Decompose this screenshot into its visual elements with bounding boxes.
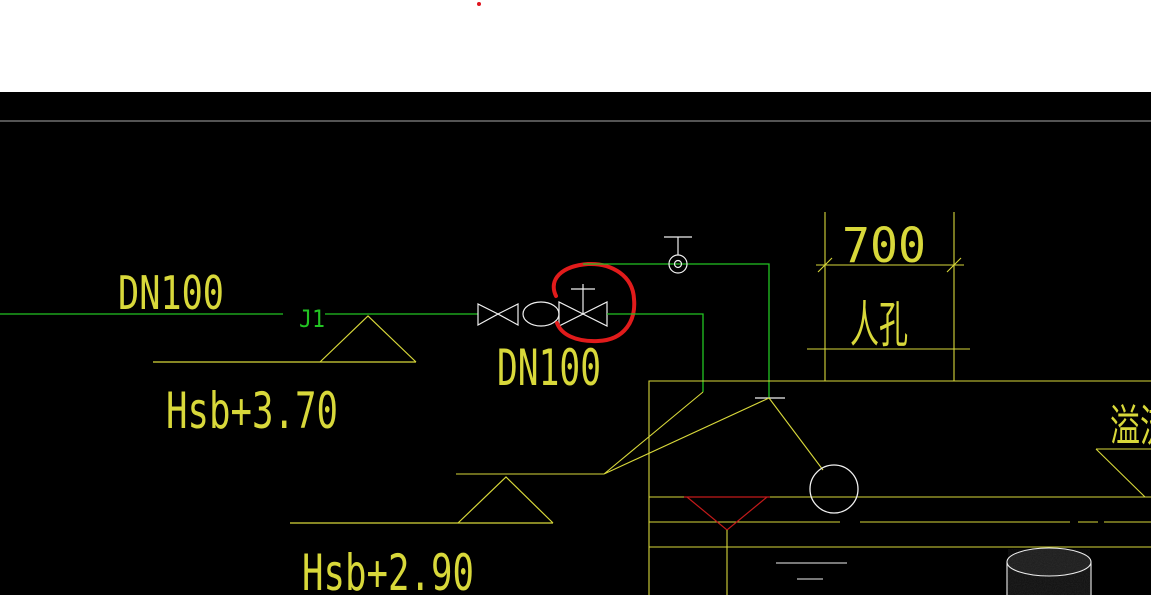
water-level-marker-icon: [684, 496, 770, 595]
manhole-label: 人孔: [850, 296, 908, 354]
dimension-annotation: [807, 212, 970, 381]
cad-drawing-canvas[interactable]: DN100 J1 Hsb+3.70 DN100: [0, 92, 1151, 595]
float-valve-icon[interactable]: [558, 284, 608, 327]
red-marker-dot: [477, 2, 481, 6]
inlet-pipe: [607, 313, 704, 392]
gate-valve-icon[interactable]: [477, 303, 519, 327]
pipe-size-label: DN100: [118, 266, 224, 320]
overflow-funnel-icon: [1095, 448, 1151, 498]
overflow-label: 溢流: [1110, 401, 1151, 452]
tank-cylinder: [1006, 547, 1092, 595]
sloped-pipe: [603, 391, 770, 475]
dimension-label: 700: [842, 218, 926, 274]
upper-branch-pipe: [583, 263, 770, 398]
red-circle-markup: [551, 261, 637, 344]
top-margin: [0, 0, 1151, 92]
elevation-lower-label: Hsb+2.90: [302, 544, 474, 595]
float-ball-icon: [809, 464, 859, 514]
elevation-upper-label: Hsb+3.70: [166, 382, 338, 440]
float-arm: [768, 397, 824, 471]
elevation-marker-lower-icon: [290, 476, 554, 524]
valve-size-label: DN100: [497, 339, 601, 397]
check-valve-icon[interactable]: [522, 301, 560, 327]
cad-drawing: DN100 J1 Hsb+3.70 DN100: [0, 120, 1151, 595]
vacuum-breaker-icon[interactable]: [664, 236, 692, 274]
elevation-marker-icon: [153, 315, 417, 363]
pipe-id-label: J1: [299, 305, 325, 333]
